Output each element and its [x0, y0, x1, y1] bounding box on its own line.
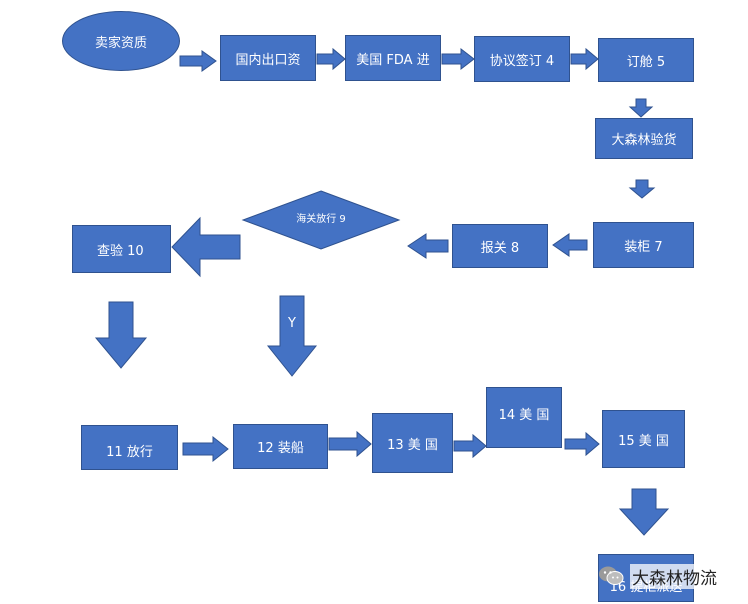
node-customs-declaration-label: 报关 8 [480, 240, 520, 256]
node-booking-label: 订舱 5 [626, 54, 666, 70]
arrow-right [182, 435, 229, 463]
node-seller-qualification: 卖家资质 [62, 11, 180, 71]
node-agreement-signing: 协议签订 4 [474, 36, 570, 82]
node-customs-release [241, 190, 401, 250]
node-container-loading: 装柜 7 [593, 222, 694, 268]
arrow-left [407, 233, 449, 259]
arrow-down [628, 98, 654, 118]
arrow-right [570, 47, 599, 71]
node-inspection: 查验 10 [72, 225, 171, 273]
edge-label-yes: Y [288, 316, 296, 331]
node-usa-13-label: 13 美 国 [387, 437, 438, 453]
arrow-down-yes [266, 295, 318, 377]
arrow-right [316, 47, 346, 71]
node-customs-release-label: 海关放行 9 [296, 214, 346, 225]
node-inspection-goods: 大森林验货 [595, 118, 693, 159]
node-release: 11 放行 [81, 425, 178, 470]
arrow-left [171, 216, 241, 278]
node-usa-14: 14 美 国 [486, 387, 562, 448]
arrow-left [552, 233, 588, 257]
arrow-right [328, 430, 372, 458]
arrow-down [618, 488, 670, 536]
node-container-loading-label: 装柜 7 [624, 239, 663, 255]
node-release-label: 11 放行 [106, 445, 153, 460]
arrow-right [564, 431, 600, 457]
node-export-qualification: 国内出口资 [220, 35, 316, 81]
node-loading-ship-label: 12 装船 [257, 441, 304, 456]
node-usa-15: 15 美 国 [602, 410, 685, 468]
arrow-right [453, 433, 487, 459]
node-booking: 订舱 5 [598, 38, 694, 82]
arrow-right [179, 50, 217, 72]
watermark: 大森林物流 [598, 556, 746, 596]
node-inspection-label: 查验 10 [97, 243, 144, 259]
node-inspection-goods-label: 大森林验货 [611, 133, 677, 148]
node-usa-14-label: 14 美 国 [498, 408, 550, 423]
node-customs-declaration: 报关 8 [452, 224, 548, 268]
node-fda-import: 美国 FDA 进 [345, 35, 441, 81]
node-seller-qualification-label: 卖家资质 [94, 35, 147, 51]
arrow-right [441, 47, 475, 71]
node-usa-13: 13 美 国 [372, 413, 453, 473]
node-loading-ship: 12 装船 [233, 424, 328, 469]
node-agreement-signing-label: 协议签订 4 [489, 53, 555, 69]
node-usa-15-label: 15 美 国 [618, 433, 669, 449]
wechat-icon [599, 566, 624, 585]
arrow-down [628, 179, 656, 199]
watermark-text: 大森林物流 [630, 563, 719, 589]
node-export-qualification-label: 国内出口资 [235, 52, 301, 68]
node-fda-import-label: 美国 FDA 进 [356, 52, 430, 68]
arrow-down [94, 301, 148, 369]
